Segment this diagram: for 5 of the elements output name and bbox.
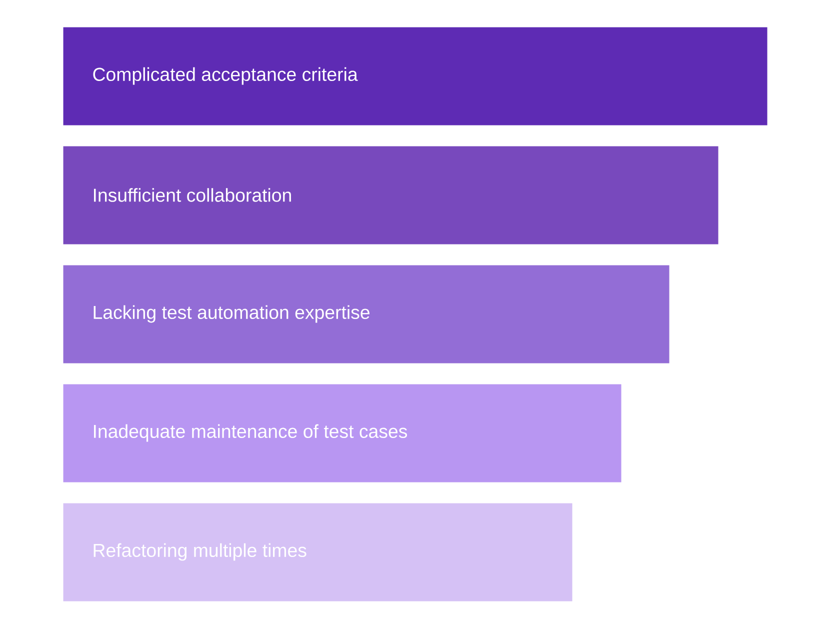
bar: Refactoring multiple times [63,503,572,602]
bar: Insufficient collaboration [63,146,718,244]
bar: Lacking test automation expertise [63,265,670,364]
bar: Inadequate maintenance of test cases [63,384,622,482]
bar: Complicated acceptance criteria [63,27,768,126]
